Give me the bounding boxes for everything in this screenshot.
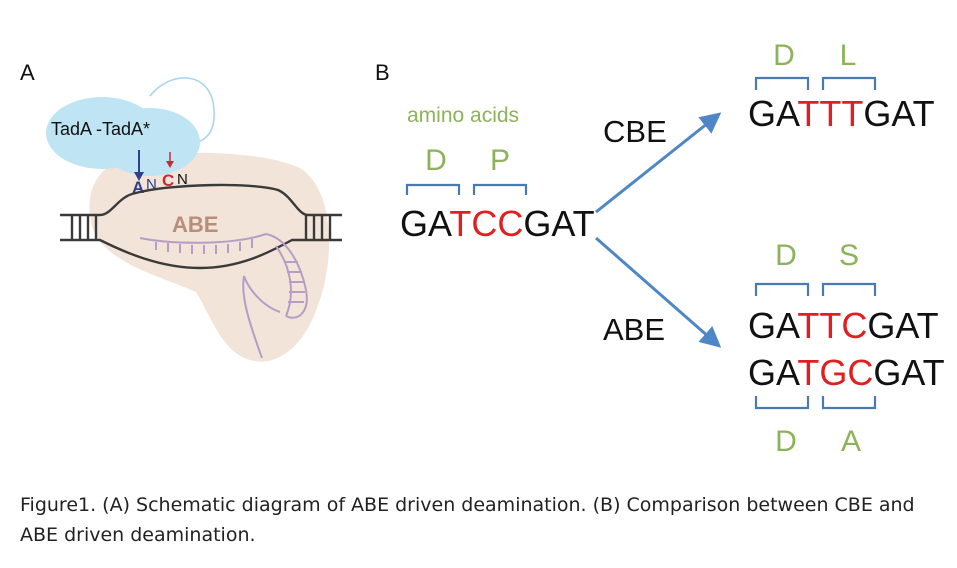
abe-sequence-2: GATGCGAT: [748, 352, 945, 393]
a-edit-arrowhead: [134, 172, 144, 181]
dna-duplex: [60, 183, 342, 270]
source-sequence: GATCCGAT: [400, 203, 595, 244]
caption-line-2: ABE driven deamination.: [20, 524, 256, 546]
dna-left-rungs: [70, 215, 98, 240]
panel-b: B amino acids D P GATCCGAT CBE ABE D L G…: [375, 39, 945, 458]
guide-rna-spacer: [139, 233, 267, 244]
source-seq-segment: GAT: [523, 203, 594, 244]
abe-arrow: [595, 236, 722, 348]
abe-bottom-codon-brackets: [754, 396, 877, 410]
amino-acids-label: amino acids: [407, 104, 519, 127]
site-letter-c: C: [162, 171, 174, 190]
guide-rna-spacer-ticks: [155, 239, 253, 254]
abe-arrow-label: ABE: [603, 312, 665, 347]
guide-rna-scaffold-inner: [275, 245, 292, 317]
abe-top-codon-brackets: [754, 282, 877, 296]
guide-rna-tail: [242, 275, 281, 359]
cbe-bracket-1: [754, 76, 810, 90]
cbe-arrow: [595, 112, 722, 214]
abe-seq2-edited-segment: TGC: [797, 352, 873, 393]
caption-line-1: Figure1. (A) Schematic diagram of ABE dr…: [20, 494, 915, 516]
dna-bottom-strand: [60, 238, 342, 270]
abe-seq1-edited-segment: TTC: [797, 305, 867, 346]
source-codon-brackets: [405, 183, 528, 195]
abe-aa-bottom-2: A: [841, 425, 861, 458]
source-bracket-2: [472, 183, 528, 195]
cbe-aa-1: D: [773, 39, 795, 72]
cbe-seq-edited-segment: TTT: [797, 93, 863, 134]
guide-rna-stem-rungs: [284, 261, 305, 303]
panel-b-label: B: [375, 60, 390, 85]
abe-top-bracket-1: [754, 282, 810, 296]
dna-right-rungs: [304, 215, 332, 240]
guide-rna-scaffold: [265, 233, 308, 319]
cbe-aa-2: L: [840, 39, 857, 72]
abe-top-bracket-2: [821, 282, 877, 296]
cbe-arrow-label: CBE: [603, 114, 667, 149]
panel-a: A TadA -TadA* A N C N: [20, 60, 342, 362]
site-letter-n1: N: [146, 176, 157, 193]
abe-aa-bottom-1: D: [775, 425, 797, 458]
source-seq-edited-segment: TCC: [449, 203, 523, 244]
source-aa-2: P: [490, 144, 510, 177]
cbe-sequence: GATTTGAT: [748, 93, 935, 134]
abe-seq1-segment: GAT: [867, 305, 938, 346]
source-bracket-1: [405, 183, 461, 195]
abe-sequence-1: GATTCGAT: [748, 305, 939, 346]
cbe-codon-brackets: [754, 76, 877, 90]
source-seq-segment: GA: [400, 203, 452, 244]
guide-rna: [139, 233, 308, 359]
abe-seq2-segment: GA: [748, 352, 800, 393]
abe-editor-label: ABE: [172, 212, 218, 237]
tada-blob-right: [100, 108, 200, 176]
abe-aa-top-2: S: [839, 239, 859, 272]
abe-bottom-bracket-2: [821, 396, 877, 410]
cbe-bracket-2: [821, 76, 877, 90]
abe-seq1-segment: GA: [748, 305, 800, 346]
panel-a-label: A: [20, 60, 35, 85]
source-aa-1: D: [425, 144, 447, 177]
abe-bottom-bracket-1: [754, 396, 810, 410]
cas9-body: [89, 152, 330, 362]
abe-aa-top-1: D: [775, 239, 797, 272]
cbe-seq-segment: GAT: [863, 93, 934, 134]
tada-label: TadA -TadA*: [51, 119, 150, 139]
abe-seq2-segment: GAT: [873, 352, 944, 393]
dna-top-strand: [60, 183, 342, 217]
figure-caption: Figure1. (A) Schematic diagram of ABE dr…: [20, 490, 940, 550]
site-letter-n2: N: [177, 171, 188, 188]
cbe-seq-segment: GA: [748, 93, 800, 134]
c-edit-arrowhead: [166, 161, 174, 168]
